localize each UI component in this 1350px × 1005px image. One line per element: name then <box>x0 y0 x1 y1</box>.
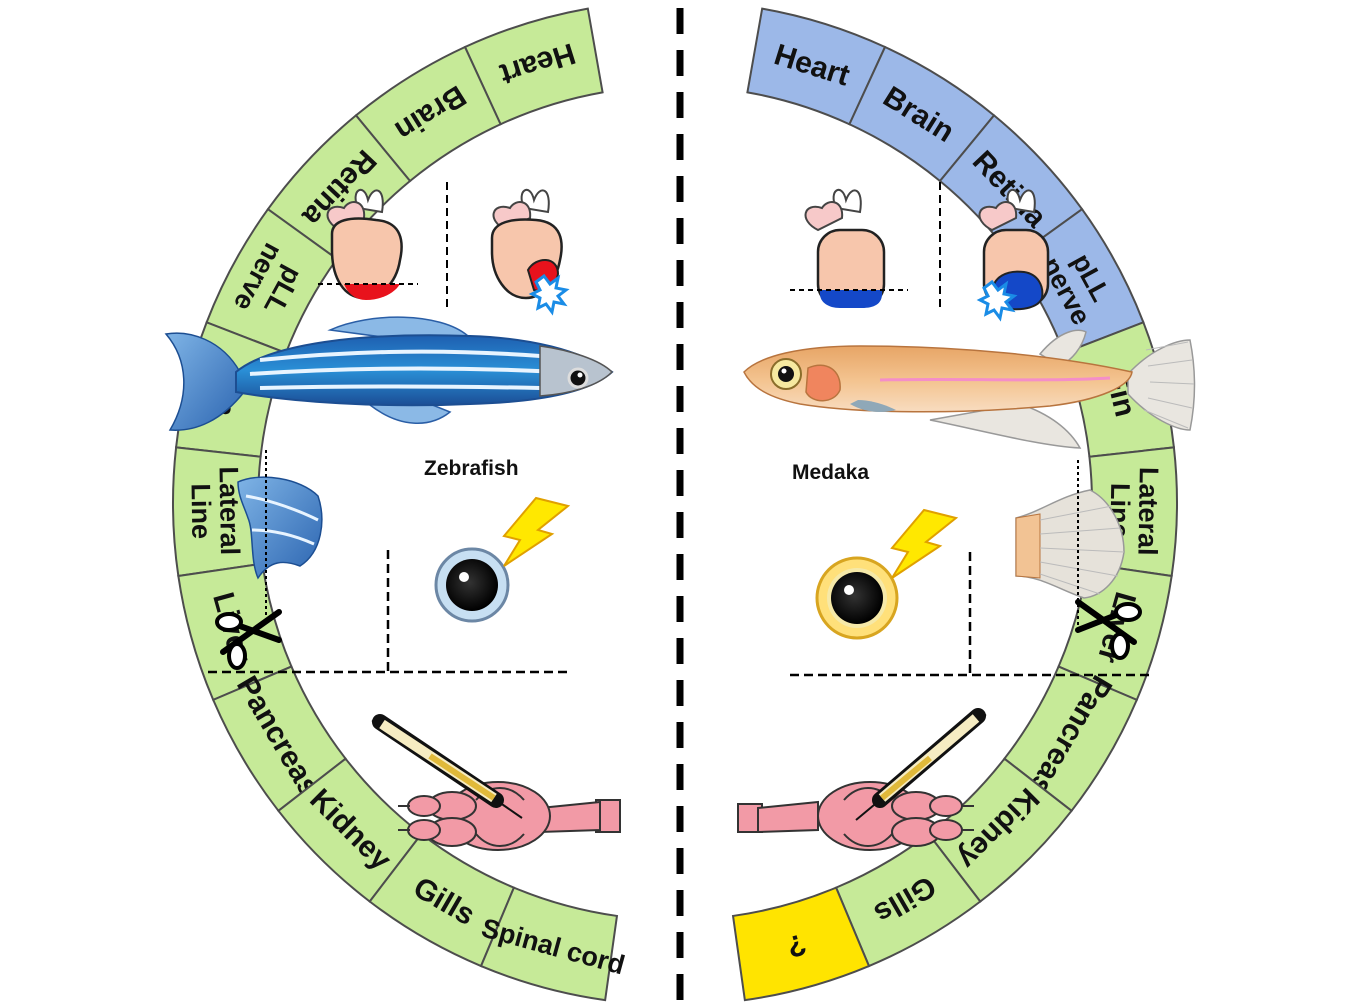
medaka-scissors-icon <box>1075 599 1142 660</box>
zebrafish-segment-spinal-cord <box>479 886 619 1002</box>
zebrafish-fin-icon <box>237 476 323 580</box>
zebrafish-syringe-icon <box>371 714 523 819</box>
starburst-icon <box>528 273 570 316</box>
medaka-eye-icon <box>815 556 899 640</box>
medaka-fin-icon <box>1015 489 1125 599</box>
segment-label: Lateral <box>1132 467 1164 556</box>
medaka-fish-icon <box>743 329 1196 449</box>
medaka-heart-injured-icon <box>976 188 1050 322</box>
medaka-lightning-icon <box>890 508 959 579</box>
zebrafish-eye-icon <box>434 547 510 623</box>
medaka-syringe-icon <box>855 708 987 821</box>
zebrafish-species-label: Zebrafish <box>424 457 519 480</box>
segment-label: Line <box>185 483 216 539</box>
zebrafish-lightning-icon <box>502 496 571 567</box>
starburst-icon <box>976 279 1018 322</box>
zebrafish-heart-intact-icon <box>318 188 418 300</box>
zebrafish-fish-icon <box>164 316 614 431</box>
segment-label: Lateral <box>214 466 246 555</box>
zebrafish-heart-injured-icon <box>490 188 570 316</box>
zebrafish-organ-ring: HeartBrainRetinapLLnerveFinLateralLineLi… <box>172 7 628 1002</box>
scissors-icon <box>215 609 282 670</box>
medaka-brain-icon <box>737 781 974 851</box>
medaka-species-label: Medaka <box>792 461 869 484</box>
medaka-organ-ring: HeartBrainRetinapLLnerveFinLateralLineLi… <box>731 7 1179 1002</box>
medaka-segment-- <box>731 886 871 1002</box>
zebrafish-brain-icon <box>398 781 621 851</box>
medaka-heart-intact-icon <box>790 188 908 308</box>
